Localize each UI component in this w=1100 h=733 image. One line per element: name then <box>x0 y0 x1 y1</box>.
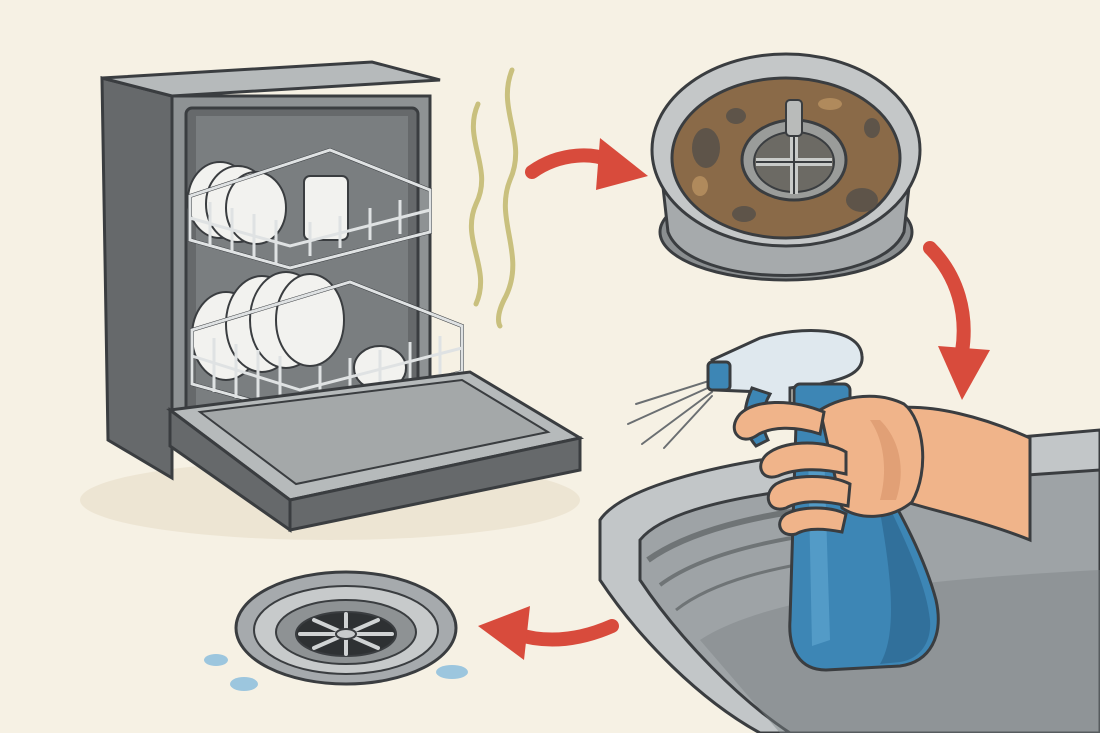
dishwasher-side <box>100 76 174 481</box>
filter-strainer <box>740 99 848 202</box>
dishwasher-door-side <box>168 407 292 533</box>
water-droplet <box>436 665 468 679</box>
finger <box>778 506 848 537</box>
knuckle-shade <box>870 420 901 500</box>
finger <box>766 475 852 511</box>
dishwasher-filter-icon <box>650 52 922 282</box>
dishwasher-icon <box>80 60 585 540</box>
dishwasher-top <box>101 60 441 98</box>
spray-bottle-icon <box>627 329 940 672</box>
filter-grime <box>692 98 880 222</box>
index-finger <box>732 401 826 441</box>
water-droplet <box>204 654 228 666</box>
curved-arrow-icon <box>923 241 990 400</box>
upper-rack <box>188 147 432 271</box>
hand-icon <box>732 394 1032 543</box>
drain-cap <box>335 628 357 640</box>
bottle-shade <box>872 470 931 664</box>
lower-dishes <box>191 271 407 391</box>
curved-arrow-icon <box>478 606 619 660</box>
glass <box>303 175 349 241</box>
plate <box>225 171 287 245</box>
plate <box>275 273 345 367</box>
dishwasher-door-inner <box>197 378 551 486</box>
curved-arrow-icon <box>525 138 648 190</box>
odor-wave-icon <box>469 67 519 329</box>
finger <box>759 441 848 479</box>
spray-mist <box>627 379 713 449</box>
water-droplet <box>230 677 258 691</box>
spray-nozzle <box>706 360 732 392</box>
sink-drain-icon <box>204 570 468 691</box>
